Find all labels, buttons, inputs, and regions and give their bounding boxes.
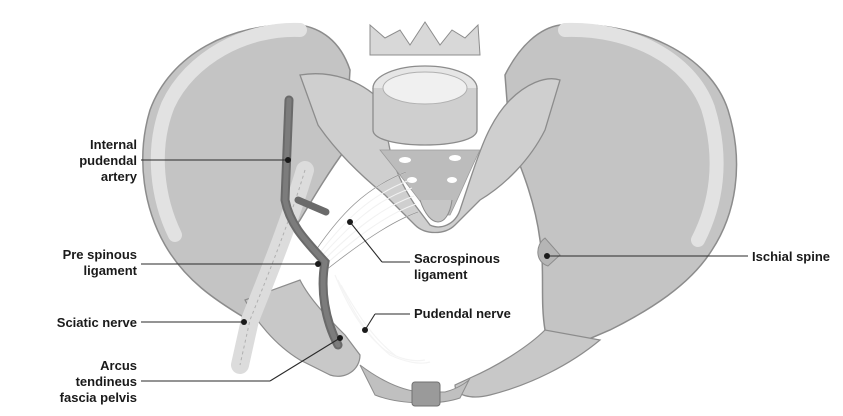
svg-text:Arcus: Arcus: [100, 358, 137, 373]
svg-text:Sacrospinous: Sacrospinous: [414, 251, 500, 266]
label-ischial-spine: Ischial spine: [752, 249, 830, 264]
label-pre-spinous-ligament: Pre spinous ligament: [63, 247, 138, 278]
svg-text:ligament: ligament: [84, 263, 138, 278]
pubic-symphysis: [360, 365, 470, 406]
svg-text:ligament: ligament: [414, 267, 468, 282]
svg-text:Pre spinous: Pre spinous: [63, 247, 137, 262]
svg-text:pudendal: pudendal: [79, 153, 137, 168]
svg-text:fascia pelvis: fascia pelvis: [60, 390, 137, 405]
label-sciatic-nerve: Sciatic nerve: [57, 315, 137, 330]
label-pudendal-nerve: Pudendal nerve: [414, 306, 511, 321]
vertebra: [370, 22, 480, 145]
svg-text:Pudendal nerve: Pudendal nerve: [414, 306, 511, 321]
svg-text:tendineus: tendineus: [76, 374, 137, 389]
svg-text:Ischial spine: Ischial spine: [752, 249, 830, 264]
leader-sacrospinous-d: [350, 222, 382, 262]
label-sacrospinous-ligament: Sacrospinous ligament: [414, 251, 500, 282]
svg-text:Internal: Internal: [90, 137, 137, 152]
svg-text:artery: artery: [101, 169, 138, 184]
label-arcus-tendineus: Arcus tendineus fascia pelvis: [60, 358, 137, 405]
right-ilium: [455, 25, 737, 397]
label-internal-pudendal-artery: Internal pudendal artery: [79, 137, 138, 184]
svg-text:Sciatic nerve: Sciatic nerve: [57, 315, 137, 330]
